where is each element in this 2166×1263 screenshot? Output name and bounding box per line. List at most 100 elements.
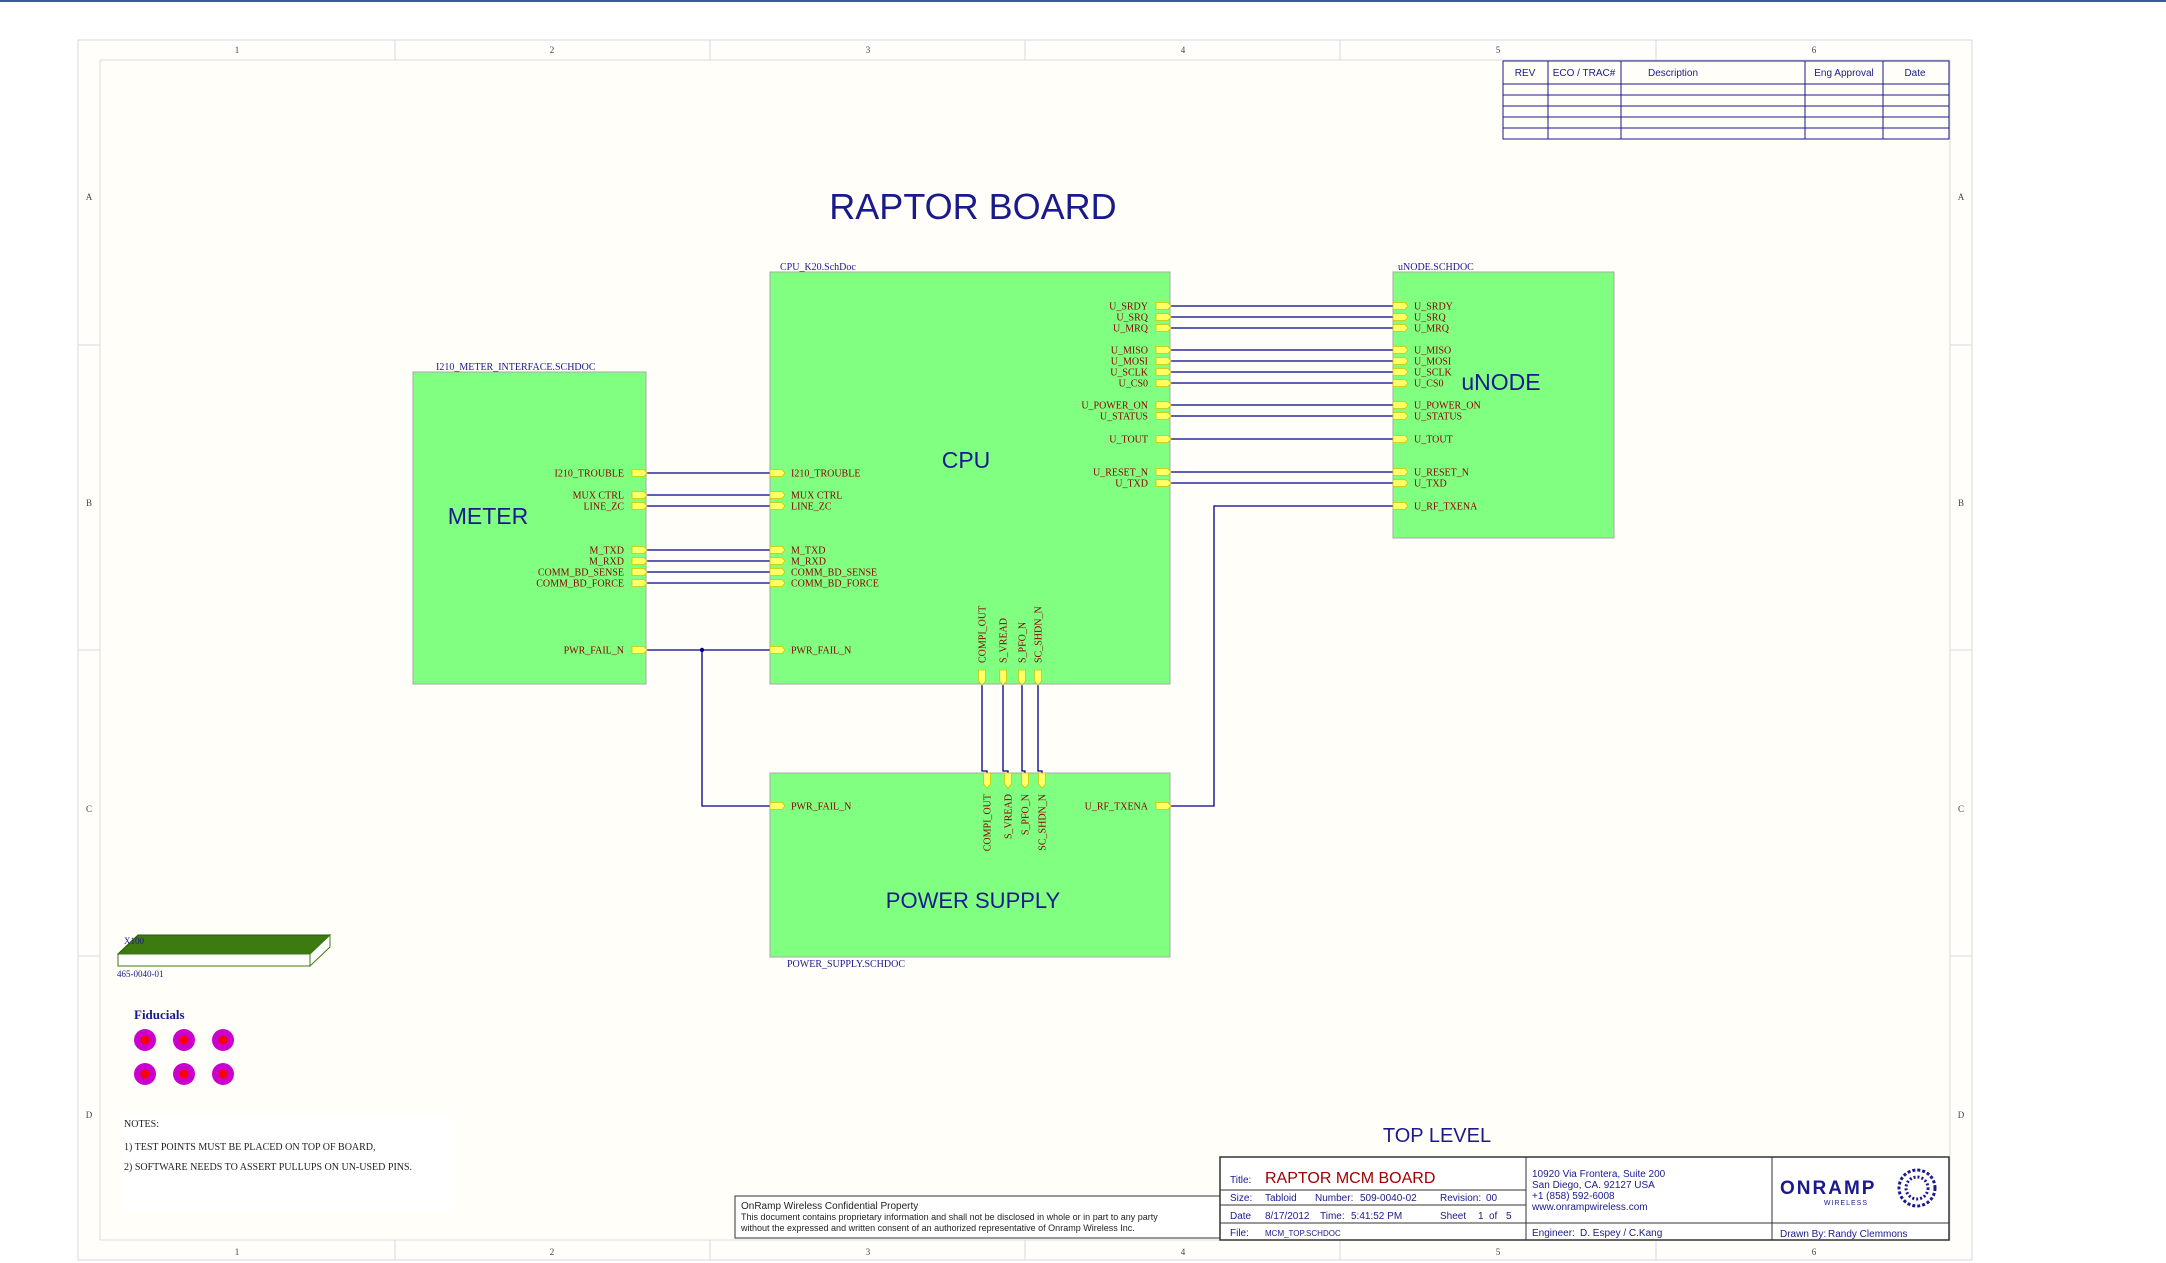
- zone-row-right: C: [1958, 804, 1964, 814]
- power-top-pin-label: COMPI_OUT: [983, 794, 994, 851]
- zone-column-top: 6: [1812, 45, 1817, 55]
- sheet-title: TOP LEVEL: [1383, 1125, 1491, 1147]
- power-pin-label: PWR_FAIL_N: [791, 802, 851, 813]
- meter-right-port: [631, 491, 648, 499]
- cpu-pin-label: U_TOUT: [1109, 435, 1148, 446]
- cpu-pin-label: U_MRQ: [1113, 324, 1149, 335]
- unode-pin-label: U_STATUS: [1414, 412, 1462, 423]
- unode-label: uNODE: [1461, 369, 1540, 395]
- size-value: Tabloid: [1265, 1193, 1297, 1204]
- note-2: 2) SOFTWARE NEEDS TO ASSERT PULLUPS ON U…: [124, 1162, 412, 1173]
- power-right-port: [1155, 802, 1172, 810]
- date-header: Date: [1904, 68, 1926, 79]
- phone-number: +1 (858) 592-6008: [1532, 1191, 1615, 1202]
- zone-row-right: B: [1958, 498, 1964, 508]
- logo-ring-outer-icon: [1897, 1168, 1937, 1208]
- cpu-bottom-pin-label: SC_SHDN_N: [1034, 606, 1045, 663]
- cpu-right-port: [1155, 468, 1172, 476]
- power-pin-label: U_RF_TXENA: [1085, 802, 1149, 813]
- cpu-pin-label: U_RESET_N: [1093, 468, 1148, 479]
- confidential-line-2: without the expressed and written consen…: [740, 1223, 1135, 1233]
- unode-pin-label: U_SCLK: [1414, 368, 1453, 379]
- number-value: 509-0040-02: [1360, 1193, 1417, 1204]
- meter-pin-label: PWR_FAIL_N: [564, 646, 624, 657]
- unode-left-port: [1392, 302, 1409, 310]
- zone-column-bottom: 6: [1812, 1247, 1817, 1257]
- cpu-right-port: [1155, 412, 1172, 420]
- unode-left-port: [1392, 479, 1409, 487]
- pcb-board-graphic: X100 465-0040-01: [116, 933, 332, 979]
- unode-left-port: [1392, 368, 1409, 376]
- fiducial-center-icon: [218, 1069, 228, 1079]
- engineer-label: Engineer:: [1532, 1228, 1575, 1239]
- fiducials-label: Fiducials: [134, 1007, 185, 1022]
- confidential-title: OnRamp Wireless Confidential Property: [741, 1201, 918, 1212]
- engineer-value: D. Espey / C.Kang: [1580, 1228, 1662, 1239]
- meter-right-port: [631, 469, 648, 477]
- cpu-pin-label: COMM_BD_FORCE: [791, 579, 879, 590]
- power-top-pin-label: S_VREAD: [1004, 794, 1015, 839]
- eng-approval-header: Eng Approval: [1814, 68, 1874, 79]
- wire: [1002, 684, 1009, 773]
- unode-left-port: [1392, 313, 1409, 321]
- note-1: 1) TEST POINTS MUST BE PLACED ON TOP OF …: [124, 1142, 376, 1153]
- power-supply-block[interactable]: [769, 772, 1171, 958]
- meter-right-port: [631, 568, 648, 576]
- unode-left-port: [1392, 401, 1409, 409]
- wire: [1170, 505, 1393, 807]
- unode-pin-label: U_RF_TXENA: [1414, 502, 1478, 513]
- unode-left-port: [1392, 412, 1409, 420]
- unode-pin-label: U_CS0: [1414, 379, 1443, 390]
- power-top-port: [983, 772, 991, 789]
- cpu-pin-label: U_CS0: [1119, 379, 1148, 390]
- cpu-bottom-port: [1018, 669, 1026, 686]
- meter-block[interactable]: [412, 371, 647, 685]
- cpu-right-port: [1155, 435, 1172, 443]
- cpu-right-port: [1155, 346, 1172, 354]
- revision-value: 00: [1486, 1193, 1498, 1204]
- meter-file-label: I210_METER_INTERFACE.SCHDOC: [436, 362, 596, 373]
- cpu-right-port: [1155, 302, 1172, 310]
- power-supply-label: POWER SUPPLY: [886, 888, 1061, 913]
- unode-block[interactable]: [1392, 271, 1615, 539]
- unode-pin-label: U_RESET_N: [1414, 468, 1469, 479]
- address-line-2: San Diego, CA. 92127 USA: [1532, 1180, 1655, 1191]
- notes-box: [122, 1114, 456, 1212]
- notes-heading: NOTES:: [124, 1119, 159, 1130]
- sheet-label: Sheet: [1440, 1211, 1466, 1222]
- wire: [701, 650, 770, 807]
- file-label: File:: [1230, 1228, 1249, 1239]
- cpu-block[interactable]: [769, 271, 1171, 685]
- cpu-right-port: [1155, 368, 1172, 376]
- cpu-left-port: [769, 491, 786, 499]
- meter-right-port: [631, 646, 648, 654]
- meter-right-port: [631, 546, 648, 554]
- meter-pin-label: LINE_ZC: [583, 502, 624, 513]
- cpu-left-port: [769, 579, 786, 587]
- power-left-port: [769, 802, 786, 810]
- revision-label: Revision:: [1440, 1193, 1481, 1204]
- zone-row-left: C: [86, 804, 92, 814]
- meter-right-port: [631, 557, 648, 565]
- power-top-port: [1038, 772, 1046, 789]
- power-top-port: [1021, 772, 1029, 789]
- zone-column-bottom: 2: [550, 1247, 555, 1257]
- fiducial-center-icon: [179, 1069, 189, 1079]
- fiducial-center-icon: [218, 1035, 228, 1045]
- unode-left-port: [1392, 379, 1409, 387]
- board-title: RAPTOR MCM BOARD: [1265, 1170, 1435, 1187]
- unode-left-port: [1392, 346, 1409, 354]
- cpu-pin-label: U_TXD: [1115, 479, 1148, 490]
- meter-pin-label: COMM_BD_SENSE: [538, 568, 624, 579]
- time-label: Time:: [1320, 1211, 1345, 1222]
- cpu-pin-label: PWR_FAIL_N: [791, 646, 851, 657]
- unode-pin-label: U_MRQ: [1414, 324, 1450, 335]
- cpu-pin-label: U_MOSI: [1111, 357, 1148, 368]
- meter-label: METER: [448, 503, 529, 529]
- zone-row-right: D: [1958, 1110, 1965, 1120]
- confidential-line-1: This document contains proprietary infor…: [741, 1212, 1158, 1222]
- cpu-left-port: [769, 502, 786, 510]
- zone-row-left: A: [86, 192, 93, 202]
